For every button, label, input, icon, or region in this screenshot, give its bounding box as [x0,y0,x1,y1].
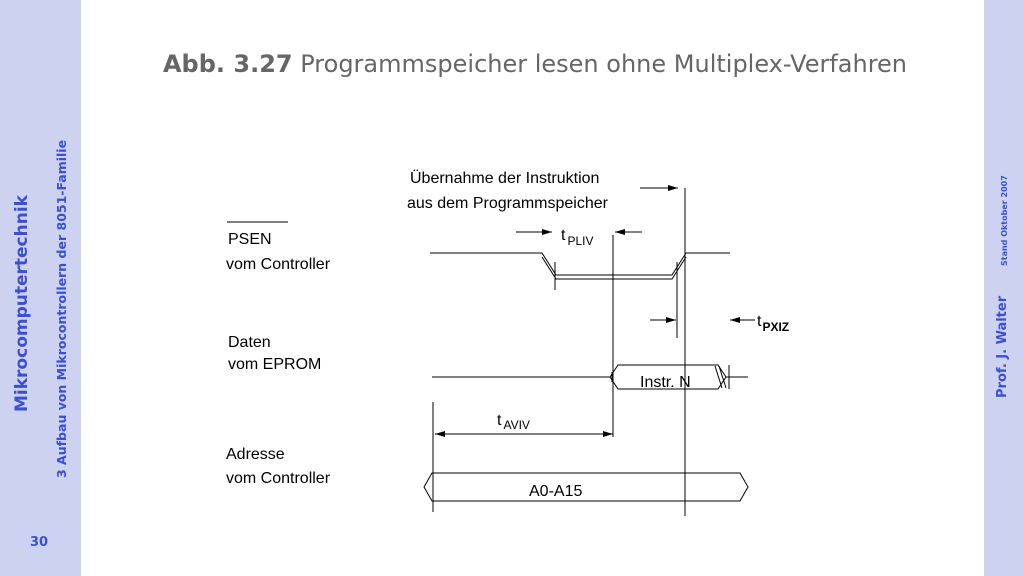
figure-number: Abb. 3.27 [162,50,293,78]
left-sidebar [0,0,81,576]
instr-n-label: Instr. N [640,374,691,391]
psen-waveform [430,252,730,338]
daten-waveform [432,364,748,390]
page-number: 30 [30,535,49,550]
daten-source-label: vom EPROM [228,356,321,373]
adresse-label: Adresse [226,446,285,463]
adresse-source-label: vom Controller [226,470,331,487]
adresse-waveform [423,472,749,502]
a0-a15-label: A0-A15 [529,483,582,500]
figure-caption: Programmspeicher lesen ohne Multiplex-Ve… [300,50,908,78]
psen-source-label: vom Controller [226,256,331,273]
daten-label: Daten [228,334,271,351]
psen-label: PSEN [228,231,272,248]
t-pxiz-label: tPXIZ [757,313,789,334]
annotation-line-2: aus dem Programmspeicher [407,195,609,212]
slide-title: Abb. 3.27 Programmspeicher lesen ohne Mu… [120,48,950,80]
right-sidebar [984,0,1024,576]
annotation-line-1: Übernahme der Instruktion [410,169,599,187]
